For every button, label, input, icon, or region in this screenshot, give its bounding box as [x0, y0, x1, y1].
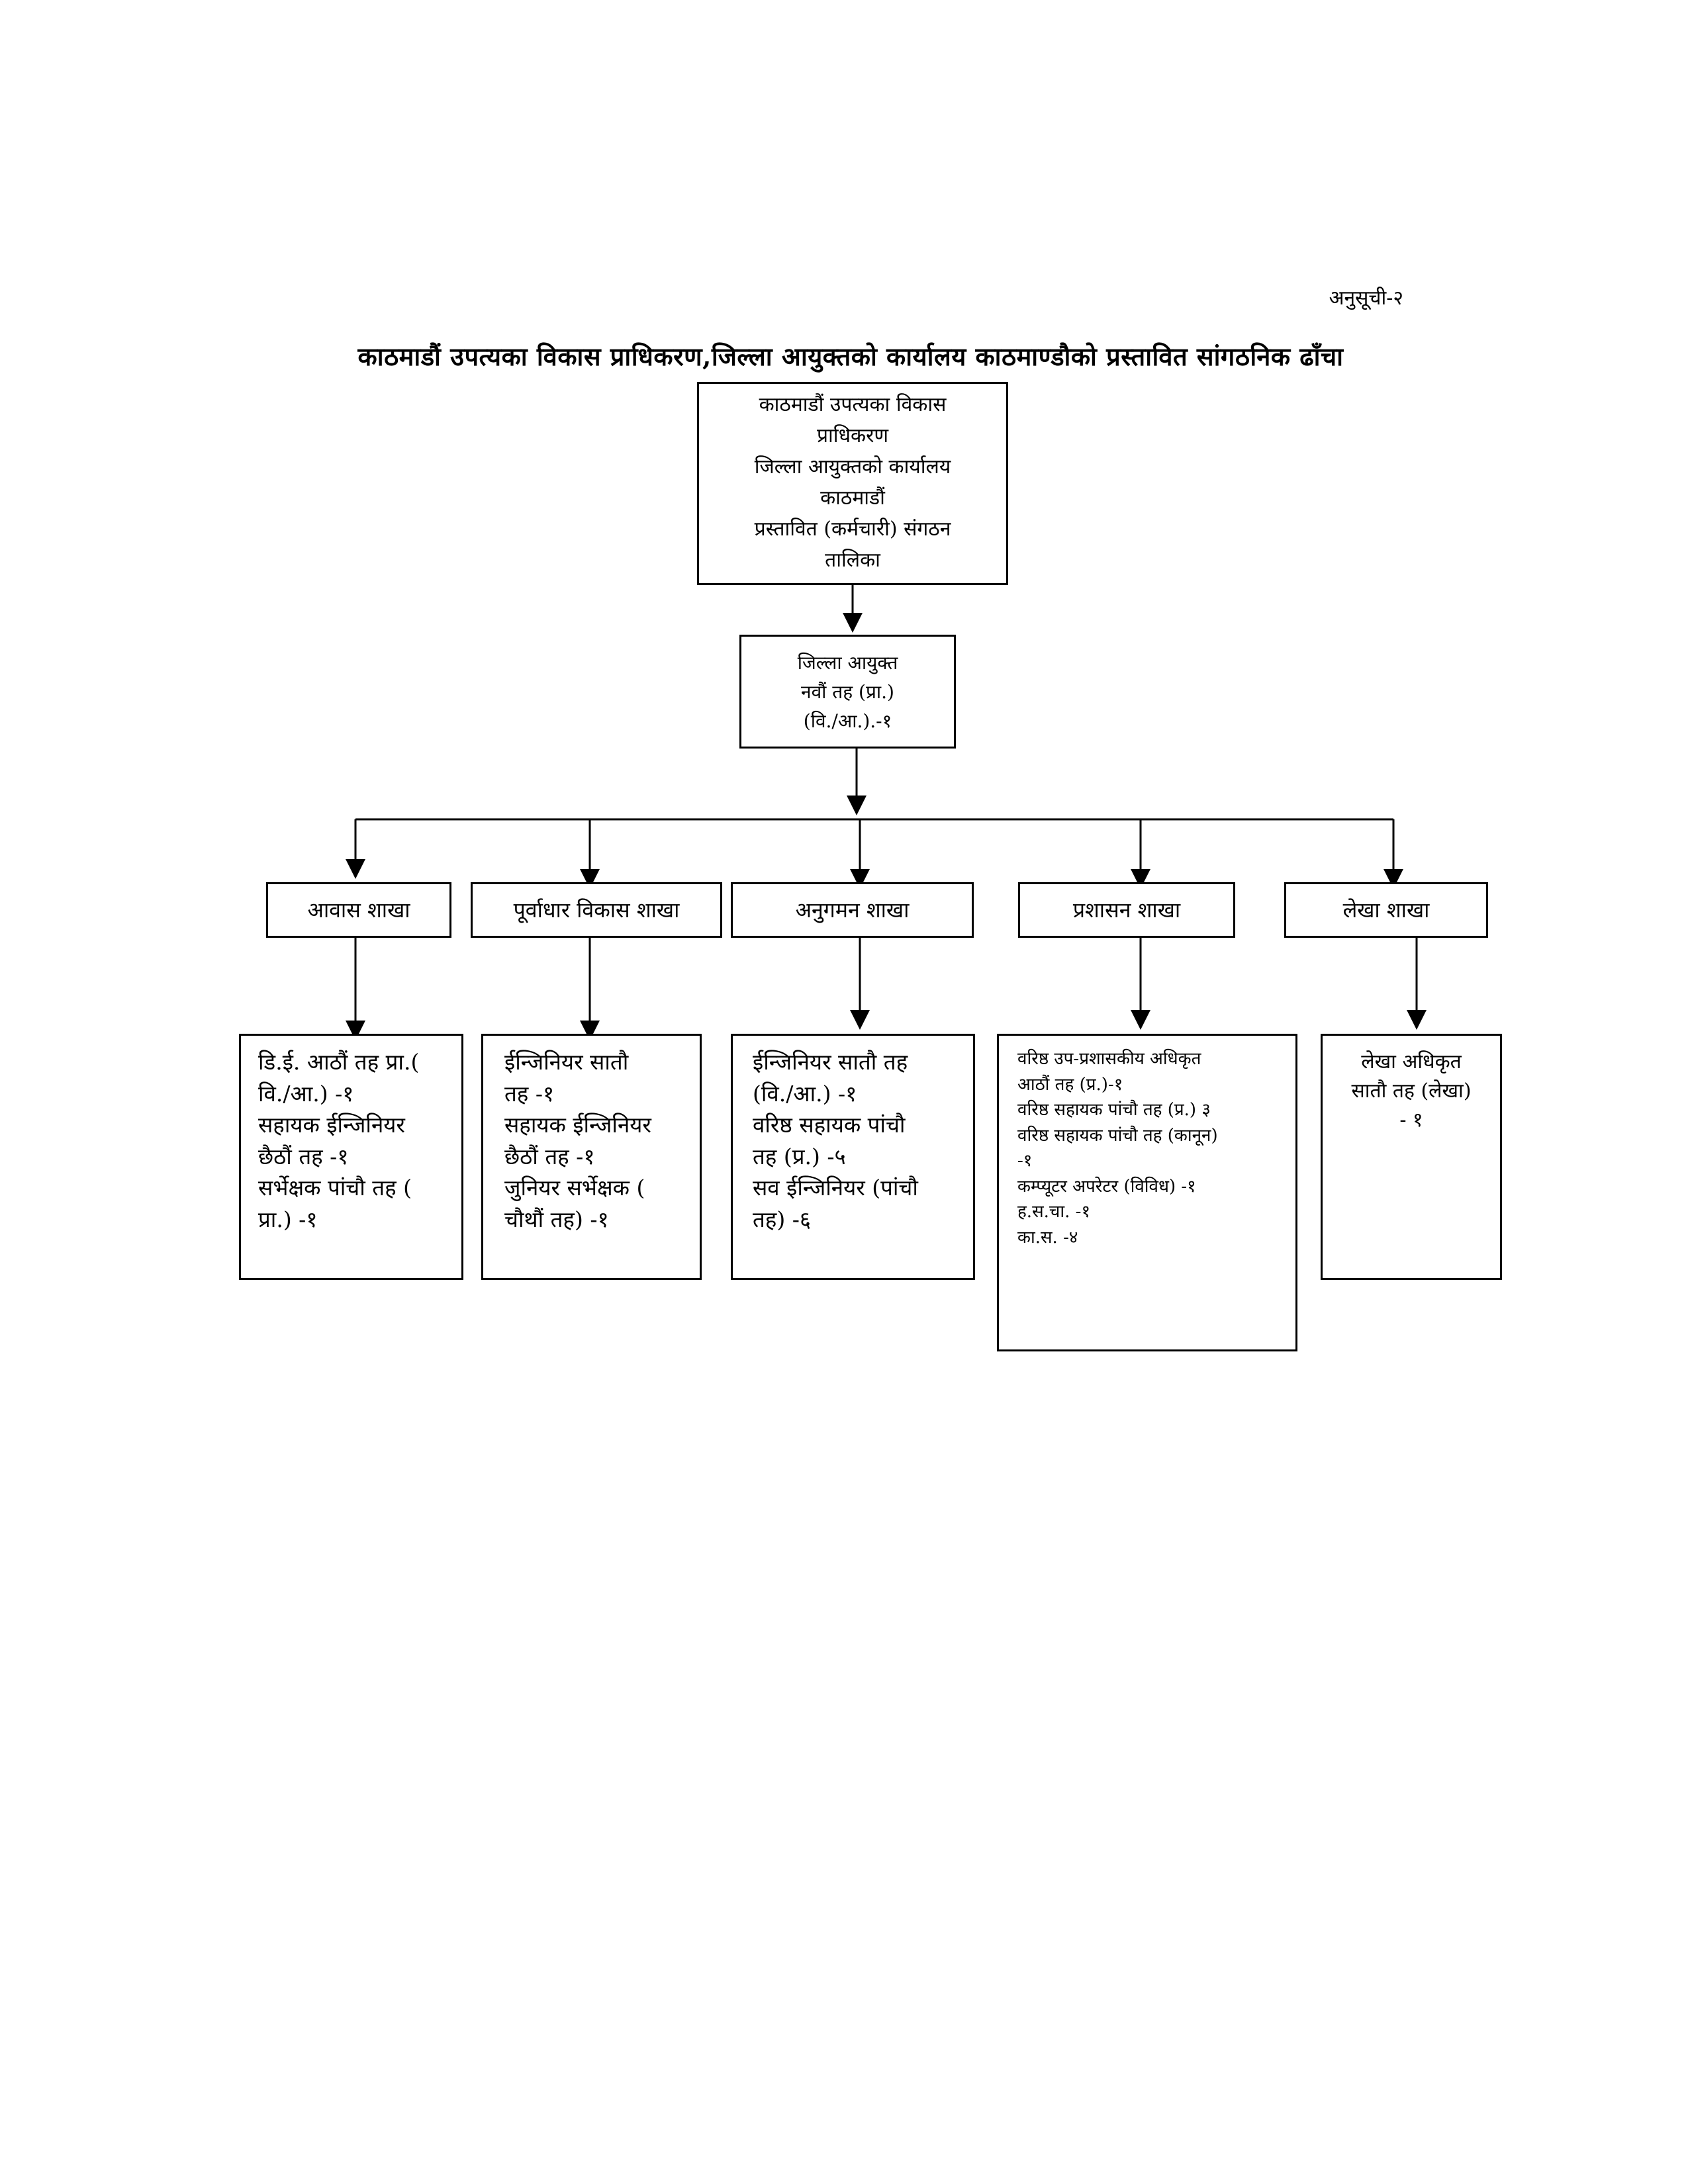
staff-line: जुनियर सर्भेक्षक ( [504, 1175, 645, 1201]
staff-line: वि./आ.) -१ [258, 1080, 354, 1107]
annex-label: अनुसूची-२ [1329, 287, 1403, 310]
staff-box-housing: डि.ई. आठौं तह प्रा.( वि./आ.) -१ सहायक ईन… [239, 1034, 463, 1280]
staff-line: वरिष्ठ सहायक पांचौ [753, 1112, 906, 1138]
staff-line: तह) -६ [753, 1206, 812, 1232]
staff-line: सर्भेक्षक पांचौ तह ( [258, 1175, 412, 1201]
chief-line: जिल्ला आयुक्त [797, 652, 898, 674]
staff-line: ह.स.चा. -१ [1017, 1202, 1090, 1222]
staff-line: कम्प्यूटर अपरेटर (विविध) -१ [1017, 1176, 1196, 1197]
staff-box-monitoring: ईन्जिनियर सातौ तह (वि./आ.) -१ वरिष्ठ सहा… [731, 1034, 975, 1280]
org-head-box: काठमाडौं उपत्यका विकास प्राधिकरण जिल्ला … [697, 382, 1008, 585]
branch-monitoring: अनुगमन शाखा [731, 882, 974, 938]
branch-housing: आवास शाखा [266, 882, 451, 938]
staff-line: प्रा.) -१ [258, 1206, 318, 1232]
staff-line: -१ [1017, 1151, 1033, 1171]
staff-line: सातौ तह (लेखा) [1351, 1079, 1472, 1103]
staff-line: छैठौं तह -१ [258, 1143, 349, 1169]
staff-line: आठौं तह (प्र.)-१ [1017, 1074, 1123, 1095]
staff-line: तह (प्र.) -५ [753, 1143, 846, 1169]
org-head-line: जिल्ला आयुक्तको कार्यालय [754, 455, 951, 478]
org-head-line: प्राधिकरण [816, 424, 889, 447]
branch-accounts: लेखा शाखा [1284, 882, 1488, 938]
staff-line: छैठौं तह -१ [504, 1143, 595, 1169]
district-commissioner-box: जिल्ला आयुक्त नवौं तह (प्रा.) (वि./आ.).-… [739, 635, 956, 749]
staff-line: - १ [1399, 1109, 1423, 1132]
staff-line: का.स. -४ [1017, 1227, 1078, 1248]
org-head-line: काठमाडौं [820, 486, 885, 510]
staff-line: ईन्जिनियर सातौ तह [753, 1049, 908, 1075]
staff-line: सहायक ईन्जिनियर [504, 1112, 651, 1138]
staff-line: (वि./आ.) -१ [753, 1080, 857, 1107]
staff-box-infrastructure: ईन्जिनियर सातौ तह -१ सहायक ईन्जिनियर छैठ… [481, 1034, 702, 1280]
staff-line: वरिष्ठ सहायक पांचौ तह (प्र.) ३ [1017, 1100, 1211, 1120]
org-head-line: काठमाडौं उपत्यका विकास [759, 393, 947, 416]
staff-line: तह -१ [504, 1080, 555, 1107]
staff-line: सव ईन्जिनियर (पांचौ [753, 1175, 918, 1201]
staff-line: वरिष्ठ उप-प्रशासकीय अधिकृत [1017, 1049, 1201, 1069]
chart-title: काठमाडौं उपत्यका विकास प्राधिकरण,जिल्ला … [357, 341, 1344, 371]
staff-box-accounts: लेखा अधिकृत सातौ तह (लेखा) - १ [1321, 1034, 1502, 1280]
staff-line: सहायक ईन्जिनियर [258, 1112, 405, 1138]
staff-line: वरिष्ठ सहायक पांचौ तह (कानून) [1017, 1125, 1218, 1146]
branch-infrastructure: पूर्वाधार विकास शाखा [471, 882, 722, 938]
org-head-line: प्रस्तावित (कर्मचारी) संगठन [754, 518, 951, 541]
org-head-line: तालिका [825, 549, 880, 572]
staff-line: ईन्जिनियर सातौ [504, 1049, 629, 1075]
staff-line: डि.ई. आठौं तह प्रा.( [258, 1049, 420, 1075]
chief-line: (वि./आ.).-१ [803, 710, 892, 732]
branch-administration: प्रशासन शाखा [1018, 882, 1235, 938]
staff-box-administration: वरिष्ठ उप-प्रशासकीय अधिकृत आठौं तह (प्र.… [997, 1034, 1297, 1351]
staff-line: चौथौं तह) -१ [504, 1206, 609, 1232]
chief-line: नवौं तह (प्रा.) [801, 681, 894, 703]
staff-line: लेखा अधिकृत [1361, 1050, 1462, 1073]
